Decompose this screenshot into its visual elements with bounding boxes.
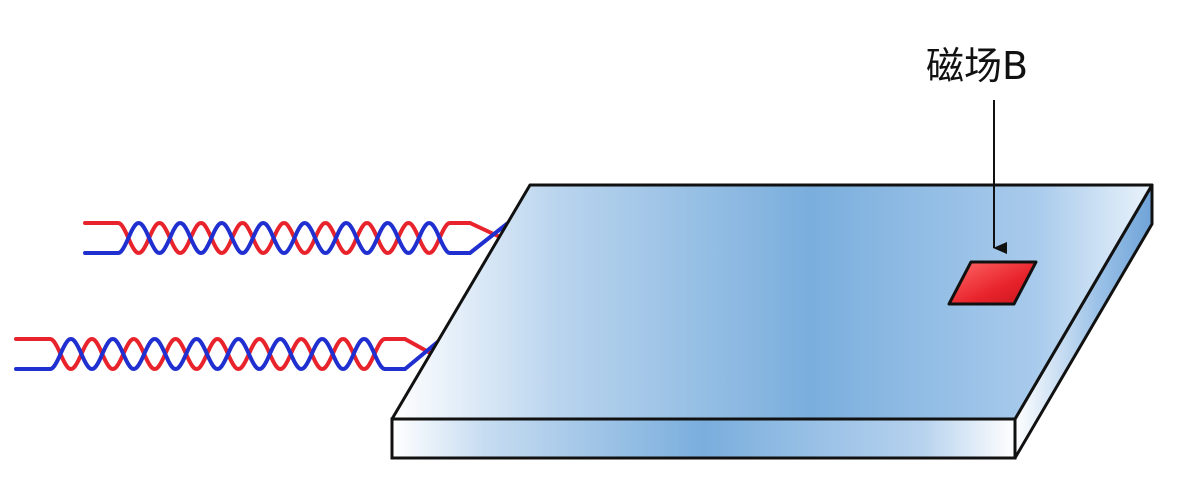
wire-blue-2 [14,336,442,372]
plate-top-face [390,183,1154,421]
twisted-wire-pair-1 [83,220,510,256]
hall-sensor-element [947,260,1038,306]
wire-red-2 [14,336,434,372]
twisted-wire-pair-2 [14,336,442,372]
magnetic-field-label: 磁场B [926,44,1029,88]
wire-red-1 [83,220,502,256]
wire-blue-1 [83,220,510,256]
plate-front-face [390,417,1017,460]
